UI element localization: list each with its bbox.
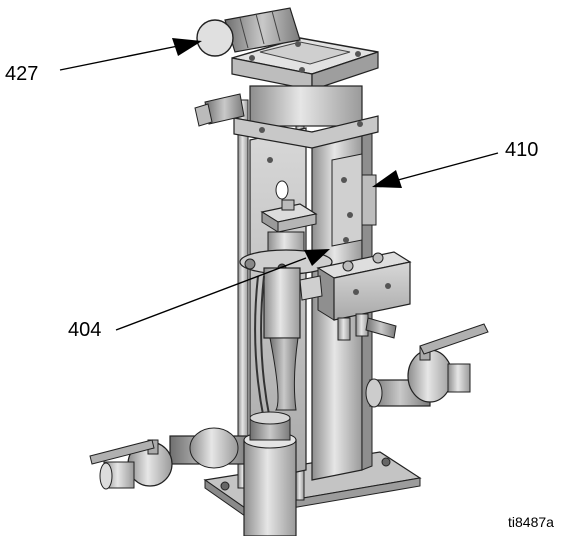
sample-bottle: [243, 411, 297, 536]
muffler: [196, 7, 301, 57]
right-ball-valve: [365, 323, 489, 408]
solenoid-valve: [299, 251, 412, 321]
pump-lower: [254, 267, 301, 421]
figure-id: ti8487a: [508, 514, 554, 530]
air-fittings: [337, 313, 397, 341]
leader-410: [372, 152, 499, 188]
air-inlet-fitting: [194, 93, 245, 127]
leader-427: [59, 38, 202, 71]
left-ball-valve: [89, 427, 251, 490]
callout-427: 427: [5, 63, 39, 85]
callout-404: 404: [68, 319, 102, 341]
air-motor: [231, 37, 379, 149]
leader-404: [115, 249, 330, 331]
callout-410: 410: [505, 139, 539, 161]
coupling-block: [239, 199, 333, 275]
